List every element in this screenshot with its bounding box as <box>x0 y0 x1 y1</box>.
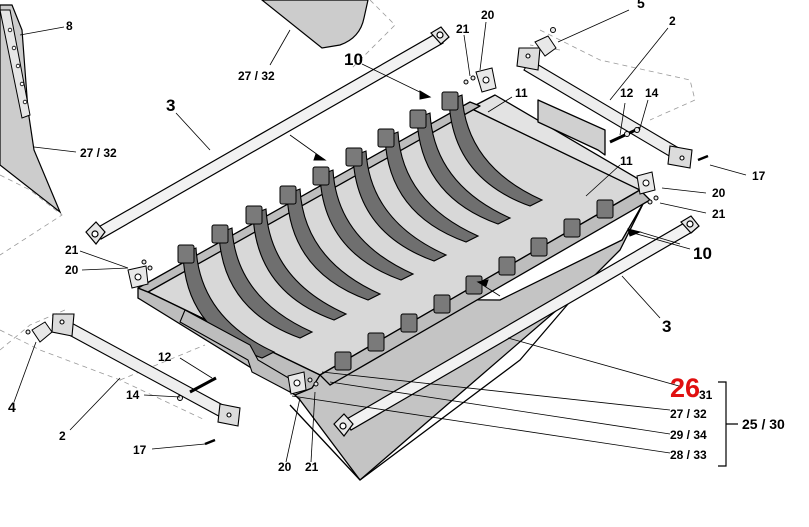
callout-3-left: 3 <box>166 96 176 115</box>
front-hinge-plate <box>179 309 293 393</box>
callout-21-top: 21 <box>456 22 470 36</box>
callout-27-32-top: 27 / 32 <box>238 69 275 83</box>
callout-17-left: 17 <box>133 443 147 457</box>
callout-11-top: 11 <box>515 86 528 100</box>
front-strap-clamps <box>334 199 614 371</box>
callout-26-highlight: 26 <box>670 373 701 403</box>
bar-bottom <box>333 215 700 437</box>
direction-arrows <box>313 90 642 287</box>
callout-10-right: 10 <box>693 244 712 263</box>
side-rail-bottom <box>51 313 241 427</box>
callout-2-bottom: 2 <box>59 429 66 443</box>
callout-27-32-left: 27 / 32 <box>80 146 117 160</box>
callout-2-top: 2 <box>669 14 676 28</box>
callout-21-left: 21 <box>65 243 79 257</box>
callout-8: 8 <box>66 19 73 33</box>
hardware <box>25 27 709 446</box>
callout-20-top: 20 <box>481 8 495 22</box>
callout-14-left: 14 <box>126 388 140 402</box>
callout-17-right: 17 <box>752 169 766 183</box>
callout-12-left: 12 <box>158 350 172 364</box>
callout-21-bottom: 21 <box>305 460 319 474</box>
callout-10-top: 10 <box>344 50 363 69</box>
callout-31: 31 <box>699 388 713 402</box>
callout-3-right: 3 <box>662 317 672 336</box>
callout-20-right: 20 <box>712 186 726 200</box>
callout-21-right: 21 <box>712 207 726 221</box>
callout-4: 4 <box>8 399 16 415</box>
callout-12-right: 12 <box>620 86 634 100</box>
leader-lines <box>13 9 747 463</box>
group-bracket <box>718 381 738 467</box>
top-panel-part <box>261 0 369 49</box>
callout-14-right: 14 <box>645 86 659 100</box>
callout-27-32-list: 27 / 32 <box>670 407 707 421</box>
callout-28-33: 28 / 33 <box>670 448 707 462</box>
callout-29-34: 29 / 34 <box>670 428 707 442</box>
bar-top <box>85 26 450 245</box>
side-rail-top <box>516 47 693 169</box>
left-side-panel <box>0 4 62 214</box>
callout-5: 5 <box>637 0 645 11</box>
callout-20-left: 20 <box>65 263 79 277</box>
callout-11-mid: 11 <box>620 154 633 168</box>
callout-25-30: 25 / 30 <box>742 416 785 432</box>
callout-20-bottom: 20 <box>278 460 292 474</box>
rear-strap-clamps <box>177 91 459 264</box>
